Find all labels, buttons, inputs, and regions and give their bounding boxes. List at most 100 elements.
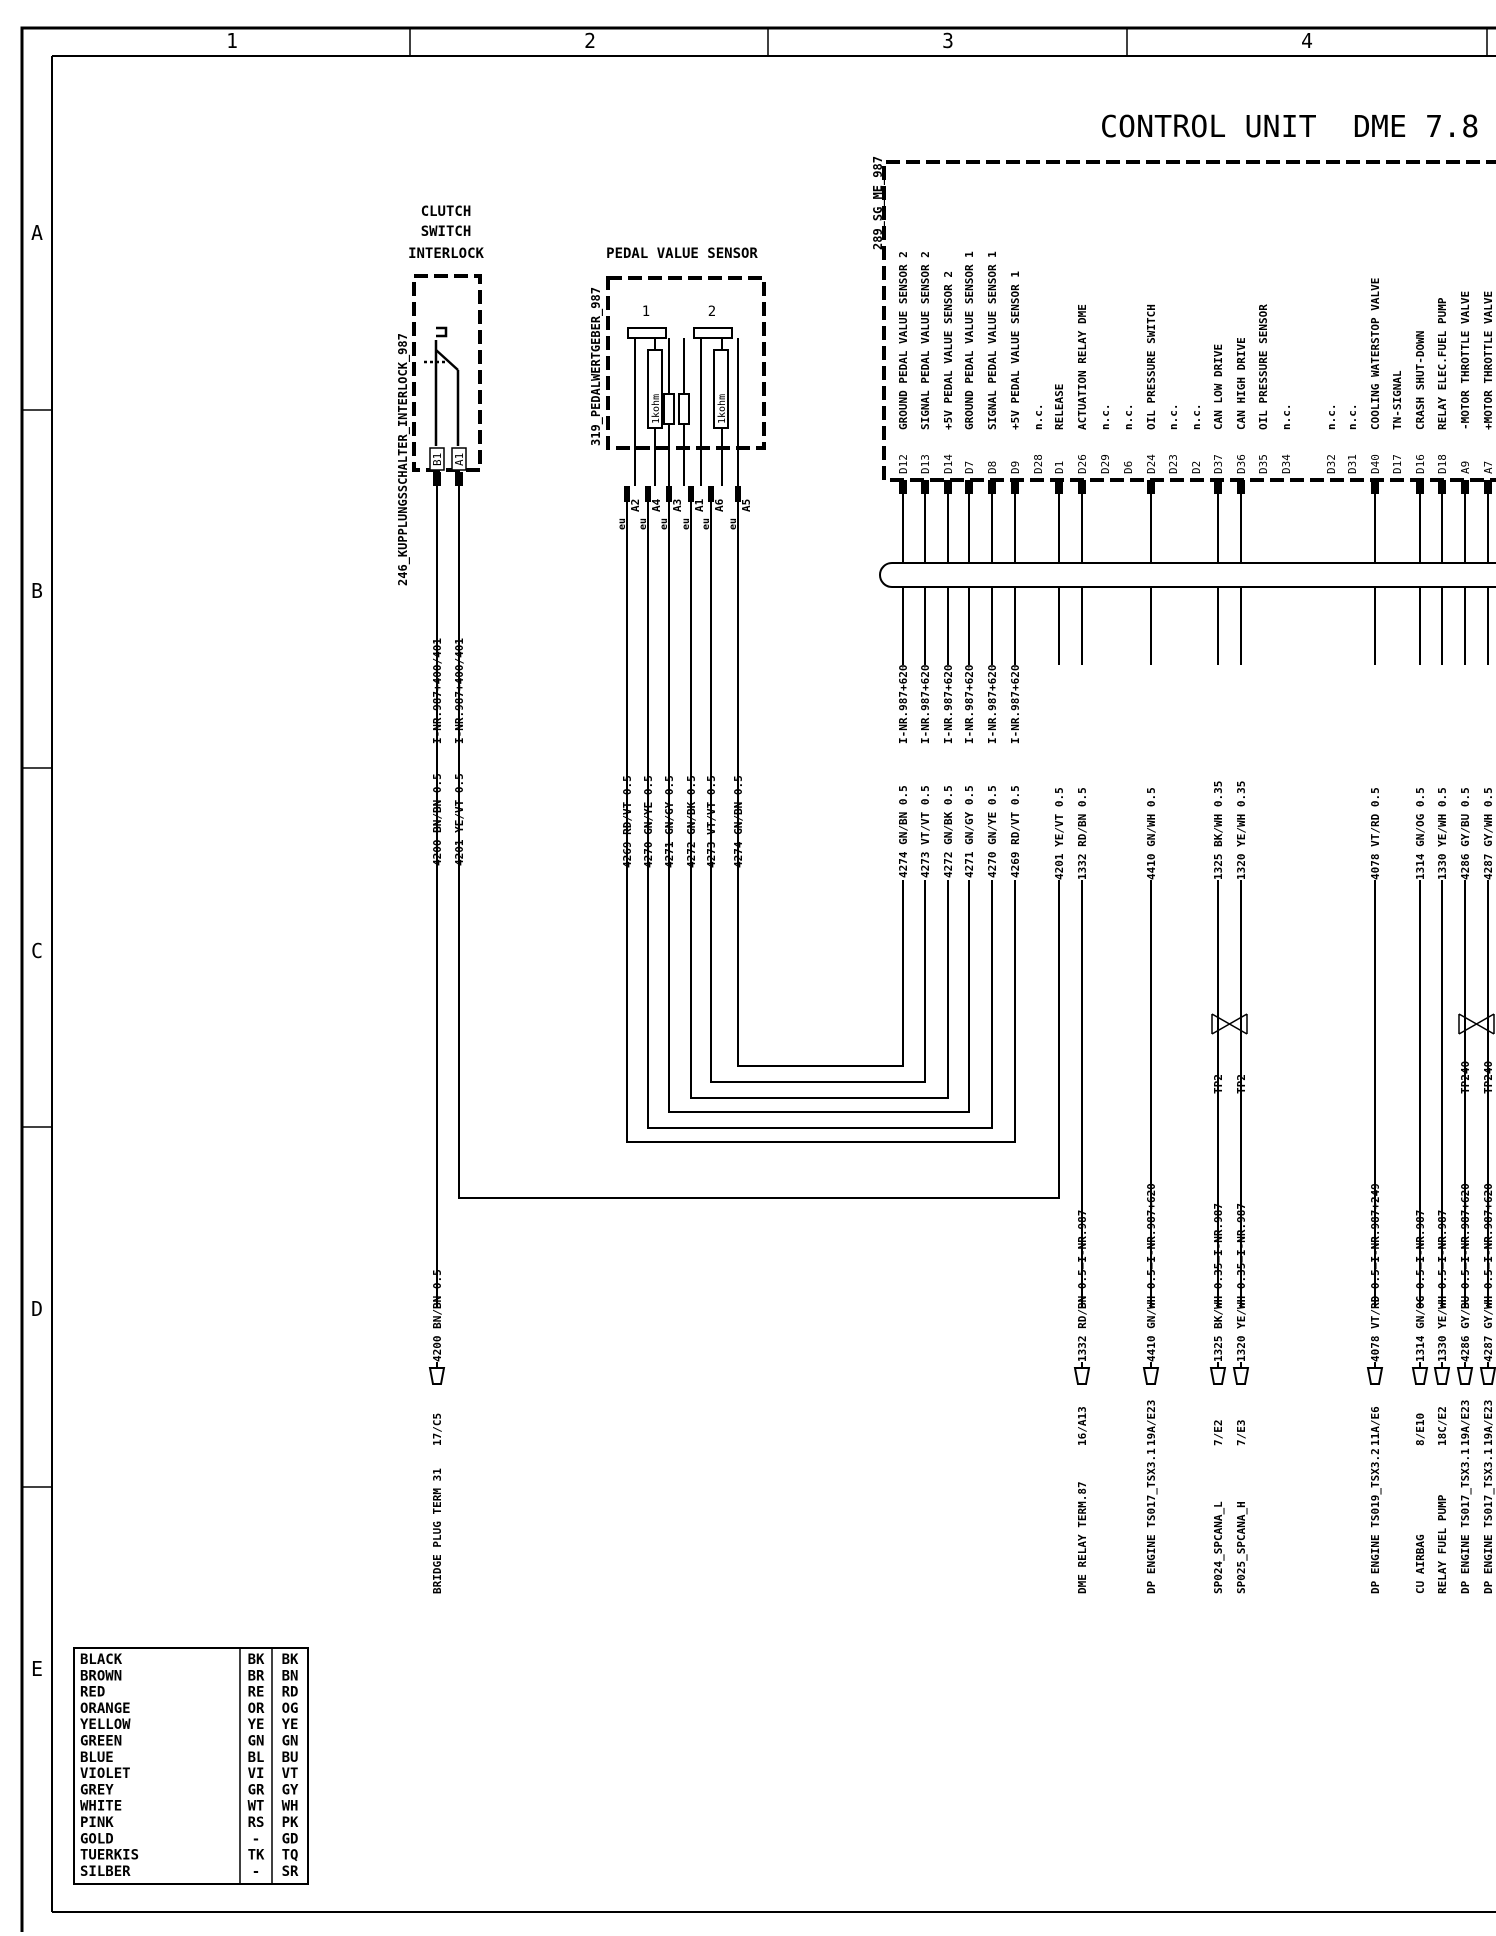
pedal-to-dme-wire <box>737 502 904 1067</box>
wire-label: 4287 GY/WH 0.5 <box>1482 787 1495 880</box>
connector-reference: 19A/E23 <box>1482 1400 1495 1446</box>
page-title: CONTROL UNIT DME 7.8 <box>1100 110 1479 145</box>
legend-code-de: OR <box>248 1701 265 1717</box>
dme-pin-id: D37 <box>1212 454 1225 474</box>
pedal-pin-id: A4 <box>650 498 663 512</box>
legend-code-en: BU <box>282 1750 299 1766</box>
connector-reference: 8/E10 <box>1414 1413 1427 1446</box>
wire-destination: SP024_SPCANA_L <box>1212 1501 1225 1594</box>
clutch-pin-b1: B1 <box>431 453 444 466</box>
wire-set <box>436 486 1489 1308</box>
sheet-frame <box>20 26 1496 1936</box>
clutch-component-code: 246_KUPPLUNGSSCHALTER_INTERLOCK_987 <box>396 333 411 586</box>
legend-code-de: - <box>252 1831 260 1847</box>
connector-terminal-icon <box>1433 1362 1451 1385</box>
legend-code-en: SR <box>282 1864 299 1880</box>
pedal-wire-label: 4269 RD/VT 0.5 <box>621 775 634 868</box>
pedal-to-dme-wire <box>647 502 993 1129</box>
pedal-pin-terminal <box>708 486 714 502</box>
lower-wire-label: 4078 VT/RD 0.5—I-NR.987+249 <box>1369 1183 1382 1362</box>
wire-destination: DP ENGINE TS017_TSX3.1 <box>1482 1448 1495 1594</box>
wire-label: 4270 GN/YE 0.5 <box>986 785 999 878</box>
clutch-switch-interlock: CLUTCH SWITCH INTERLOCK B1 A1 246_KUPPLU… <box>396 204 485 586</box>
pedal-pin-marker: eu <box>728 518 739 530</box>
connector-reference: 16/A13 <box>1076 1406 1089 1446</box>
connector-terminal-icon <box>1209 1362 1227 1385</box>
connector-reference: 17/C5 <box>431 1413 444 1446</box>
pedal-pin-id: A1 <box>693 498 706 512</box>
dme-pin-function: OIL PRESSURE SWITCH <box>1145 304 1158 430</box>
dme-pin-id: D7 <box>963 461 976 474</box>
pedal-pin-id: A6 <box>713 498 726 512</box>
twist-label: TP240 <box>1482 1061 1495 1094</box>
wire-tag: I-NR.987+620 <box>1009 665 1022 744</box>
dme-pin-id: D13 <box>919 454 932 474</box>
pedal-value-sensor: PEDAL VALUE SENSOR 319_PEDALWERTGEBER_98… <box>589 246 766 530</box>
pedal-sensor-box <box>606 276 766 450</box>
dme-pin-function: ACTUATION RELAY DME <box>1076 304 1089 430</box>
wire-label: 4410 GN/WH 0.5 <box>1145 787 1158 880</box>
potentiometer-icon <box>627 327 739 486</box>
dme-pin-function: n.c. <box>1190 404 1203 431</box>
legend-code-en: PK <box>282 1815 299 1831</box>
legend-code-de: GR <box>248 1782 265 1798</box>
pedal-to-dme-wire <box>626 502 1016 1143</box>
wire-label: 1330 YE/WH 0.5 <box>1436 787 1449 880</box>
pin-terminal <box>1055 480 1063 494</box>
wire-tag: I-NR.987+620 <box>897 665 910 744</box>
clutch-wire-a1 <box>458 486 1060 1199</box>
dme-pin-function: OIL PRESSURE SENSOR <box>1257 304 1270 430</box>
clutch-title-line-1: CLUTCH <box>421 204 472 220</box>
wire-label: 4271 GN/GY 0.5 <box>963 785 976 878</box>
pedal-wire-label: 4273 VT/VT 0.5 <box>705 775 718 868</box>
wire-tag: I-NR.987+620 <box>963 665 976 744</box>
twisted-pair-icon <box>1458 1013 1495 1035</box>
wire-label: 4269 RD/VT 0.5 <box>1009 785 1022 878</box>
wire-destination: CU AIRBAG <box>1414 1534 1427 1594</box>
wire-destination: DP ENGINE TS017_TSX3.1 <box>1145 1448 1158 1594</box>
legend-code-de: YE <box>248 1717 265 1733</box>
legend-code-de: WT <box>248 1799 265 1815</box>
wire-label: 4201 YE/VT 0.5 <box>1053 787 1066 880</box>
dme-pin-id: D14 <box>942 454 955 474</box>
pedal-pin-terminal <box>735 486 741 502</box>
legend-code-en: BK <box>282 1652 299 1668</box>
pin-terminal <box>921 480 929 494</box>
row-marker-b: B <box>31 579 43 603</box>
wire-label: 1325 BK/WH 0.35 <box>1212 781 1225 880</box>
pin-terminal <box>1484 480 1492 494</box>
legend-color-name: BLUE <box>80 1750 114 1766</box>
dme-pin-function: TN-SIGNAL <box>1391 370 1404 430</box>
pin-terminal <box>1214 480 1222 494</box>
legend-color-name: BROWN <box>80 1668 122 1684</box>
wire-tag: I-NR.987+620 <box>942 665 955 744</box>
dme-pin-id: D16 <box>1414 454 1427 474</box>
dme-pin-id: D12 <box>897 454 910 474</box>
lower-wire-label: 4287 GY/WH 0.5—I-NR.987+620 <box>1482 1183 1495 1362</box>
pedal-pin-marker: eu <box>659 518 670 530</box>
legend-code-en: TQ <box>282 1848 299 1864</box>
clutch-pin-a1: A1 <box>453 453 466 466</box>
pedal-pin-marker: eu <box>638 518 649 530</box>
dme-pin-id: D23 <box>1167 454 1180 474</box>
row-marker-c: C <box>31 939 43 963</box>
legend-code-en: WH <box>282 1799 299 1815</box>
pin-terminal <box>988 480 996 494</box>
legend-code-de: RE <box>248 1685 265 1701</box>
pedal-element-2: 2 <box>708 304 716 320</box>
pin-terminal <box>1438 480 1446 494</box>
legend-color-name: YELLOW <box>80 1717 131 1733</box>
legend-color-name: ORANGE <box>80 1701 131 1717</box>
legend-color-name: GOLD <box>80 1831 114 1847</box>
clutch-switch-box <box>412 274 482 472</box>
dme-pin-id: D9 <box>1009 461 1022 474</box>
connector-reference: 7/E3 <box>1235 1420 1248 1447</box>
dme-pin-id: D18 <box>1436 454 1449 474</box>
pedal-component-code: 319_PEDALWERTGEBER_987 <box>589 287 604 446</box>
dme-pin-function: COOLING WATERSTOP VALVE <box>1369 278 1382 430</box>
pedal-pin-id: A2 <box>629 499 642 512</box>
dme-pin-function: CAN LOW DRIVE <box>1212 344 1225 430</box>
